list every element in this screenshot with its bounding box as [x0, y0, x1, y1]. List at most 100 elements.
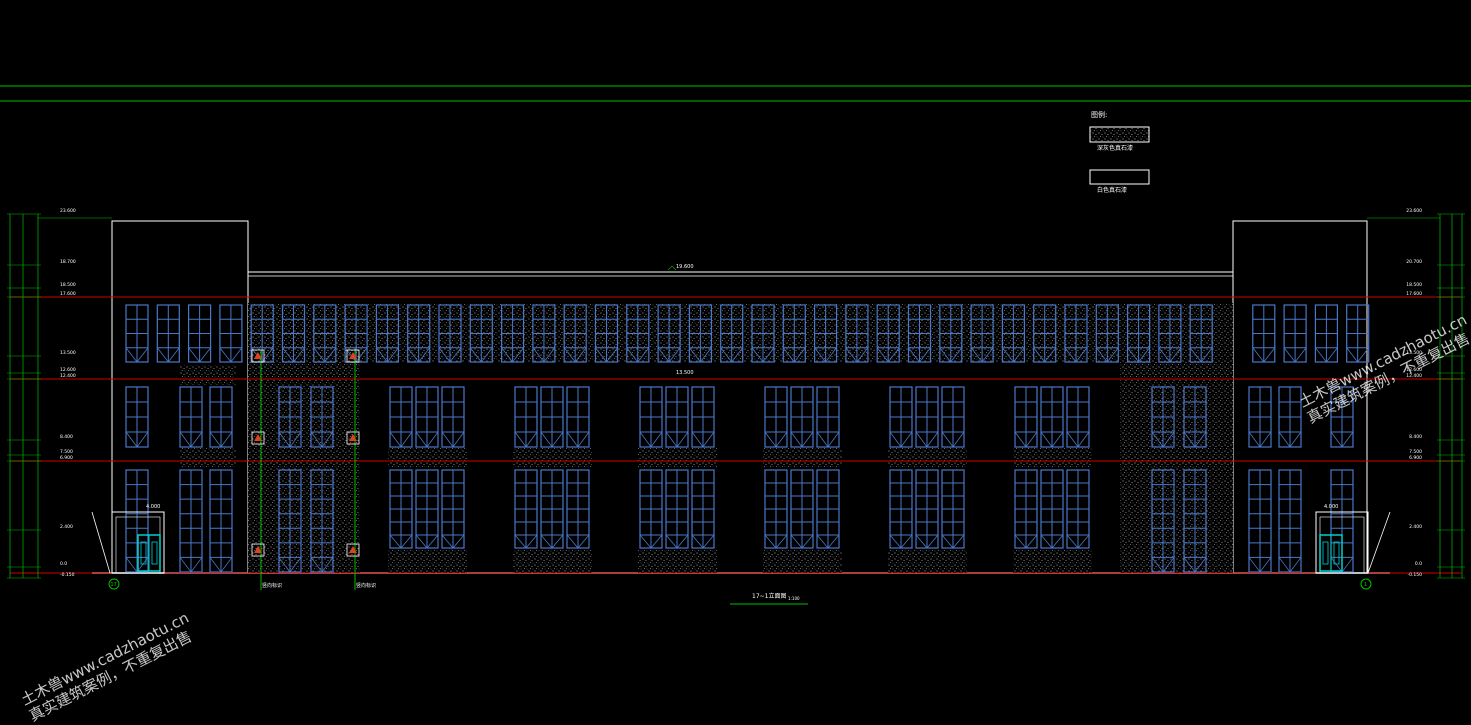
- window-unit: [179, 386, 203, 448]
- window-unit: [209, 386, 233, 448]
- window-unit: [1151, 469, 1175, 573]
- window-unit: [1033, 304, 1057, 363]
- axis-markers: 17 1: [108, 578, 1372, 590]
- elevation-label: 17.600: [60, 291, 76, 297]
- elevation-label: 6.900: [1409, 455, 1422, 461]
- elevation-label: 2.400: [60, 524, 73, 530]
- window-unit: [469, 304, 493, 363]
- window-unit: [209, 469, 233, 573]
- axis-right-bubble: [1360, 578, 1372, 590]
- stone-panel: [888, 447, 967, 467]
- warning-sign-icon: [251, 349, 265, 363]
- window-unit: [250, 304, 274, 363]
- drawing-title-block: 17~1立面图 1:100: [730, 592, 808, 605]
- window-unit: [438, 304, 462, 363]
- window-unit: [1248, 386, 1272, 448]
- legend-label-stone: 深灰色真石漆: [1097, 144, 1133, 152]
- building: [10, 220, 1461, 574]
- window-unit: [566, 469, 590, 549]
- window-unit: [1095, 304, 1119, 363]
- warning-sign-icon: [346, 431, 360, 445]
- stone-panels: [180, 303, 1233, 573]
- window-unit: [691, 386, 715, 448]
- signage: 竖向标识 竖向标识: [251, 349, 376, 590]
- window-unit: [415, 386, 439, 448]
- legend: 图例: 深灰色真石漆 白色真石漆: [1089, 110, 1150, 194]
- window-unit: [1278, 469, 1302, 573]
- warning-sign-icon: [346, 543, 360, 557]
- window-unit: [563, 304, 587, 363]
- window-unit: [566, 386, 590, 448]
- window-unit: [1040, 469, 1064, 549]
- window-unit: [441, 469, 465, 549]
- stone-panel: [638, 447, 717, 467]
- window-unit: [845, 304, 869, 363]
- window-unit: [1014, 386, 1038, 448]
- window-unit: [1283, 304, 1307, 363]
- window-unit: [790, 469, 814, 549]
- stone-panel: [1013, 549, 1092, 573]
- window-unit: [665, 469, 689, 549]
- stone-panel: [388, 549, 467, 573]
- window-unit: [125, 386, 149, 448]
- window-unit: [179, 469, 203, 573]
- stone-panel: [763, 447, 842, 467]
- window-unit: [1001, 304, 1026, 363]
- window-unit: [941, 469, 965, 549]
- window-unit: [751, 304, 775, 363]
- canopy-elev-left: 4.000: [146, 504, 160, 510]
- window-unit: [156, 304, 180, 363]
- elevation-label: 20.700: [1406, 259, 1422, 265]
- elevation-label: 12.600: [1406, 367, 1422, 373]
- window-unit: [1183, 386, 1207, 448]
- axis-left-bubble: [108, 578, 120, 590]
- elevation-label: 12.400: [1406, 373, 1422, 379]
- window-unit: [720, 304, 744, 363]
- stone-panel: [763, 549, 842, 573]
- window-unit: [1346, 304, 1370, 363]
- warning-sign-icon: [251, 543, 265, 557]
- window-unit: [125, 304, 149, 363]
- elevation-label: 18.700: [60, 259, 76, 265]
- window-unit: [688, 304, 713, 363]
- window-unit: [941, 386, 965, 448]
- window-unit: [1248, 469, 1272, 573]
- window-unit: [313, 304, 337, 363]
- window-unit: [1330, 386, 1354, 448]
- window-unit: [540, 469, 564, 549]
- elevation-label: 18.500: [60, 282, 76, 288]
- stone-panel: [180, 447, 236, 467]
- legend-swatch-stone: [1089, 126, 1150, 143]
- window-unit: [415, 469, 439, 549]
- mid-elev-center: 13.500: [676, 370, 694, 376]
- window-unit: [389, 386, 413, 448]
- stone-panel: [1120, 362, 1233, 573]
- window-unit: [1252, 304, 1276, 363]
- window-unit: [125, 469, 149, 573]
- window-unit: [278, 386, 302, 448]
- window-unit: [281, 304, 306, 363]
- window-unit: [790, 386, 814, 448]
- window-unit: [389, 469, 413, 549]
- window-unit: [816, 469, 840, 549]
- stone-panel: [1013, 447, 1092, 467]
- window-unit: [1064, 304, 1088, 363]
- axis-left-label: 17: [111, 582, 117, 588]
- elevation-label: -0.150: [60, 572, 75, 578]
- vertical-sign-label-1: 竖向标识: [262, 582, 282, 589]
- window-unit: [1066, 469, 1090, 549]
- stone-panel: [513, 447, 592, 467]
- window-unit: [1278, 386, 1302, 448]
- window-unit: [1183, 469, 1207, 573]
- elevation-label: 8.400: [1409, 434, 1422, 440]
- window-unit: [876, 304, 900, 363]
- entrance-right: 4.000: [1315, 504, 1391, 574]
- window-unit: [691, 469, 715, 549]
- window-unit: [532, 304, 556, 363]
- dimension-right: 23.60020.70018.50017.60013.50012.60012.4…: [1367, 208, 1465, 579]
- stone-panel: [180, 365, 236, 385]
- window-unit: [188, 304, 212, 363]
- window-unit: [889, 469, 913, 549]
- elevation-label: 13.500: [60, 350, 76, 356]
- elevation-label: 12.400: [60, 373, 76, 379]
